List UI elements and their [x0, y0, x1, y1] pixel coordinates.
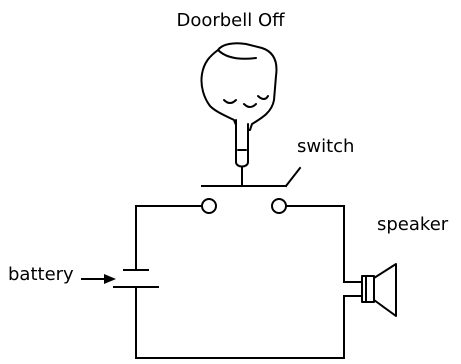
speaker-label: speaker — [377, 214, 449, 235]
switch-label: switch — [297, 136, 355, 157]
speaker-icon — [361, 263, 397, 317]
battery-arrowhead — [104, 274, 116, 284]
battery-label: battery — [8, 264, 74, 285]
wire-right-top — [285, 205, 363, 283]
switch-terminal-left — [201, 198, 217, 214]
diagram-title: Doorbell Off — [176, 10, 285, 31]
switch-terminal-right — [271, 198, 287, 214]
pointing-hand-icon — [200, 42, 278, 168]
switch-pointer — [284, 166, 302, 188]
wire-bottom — [135, 287, 363, 359]
wire-left-top — [135, 205, 203, 269]
